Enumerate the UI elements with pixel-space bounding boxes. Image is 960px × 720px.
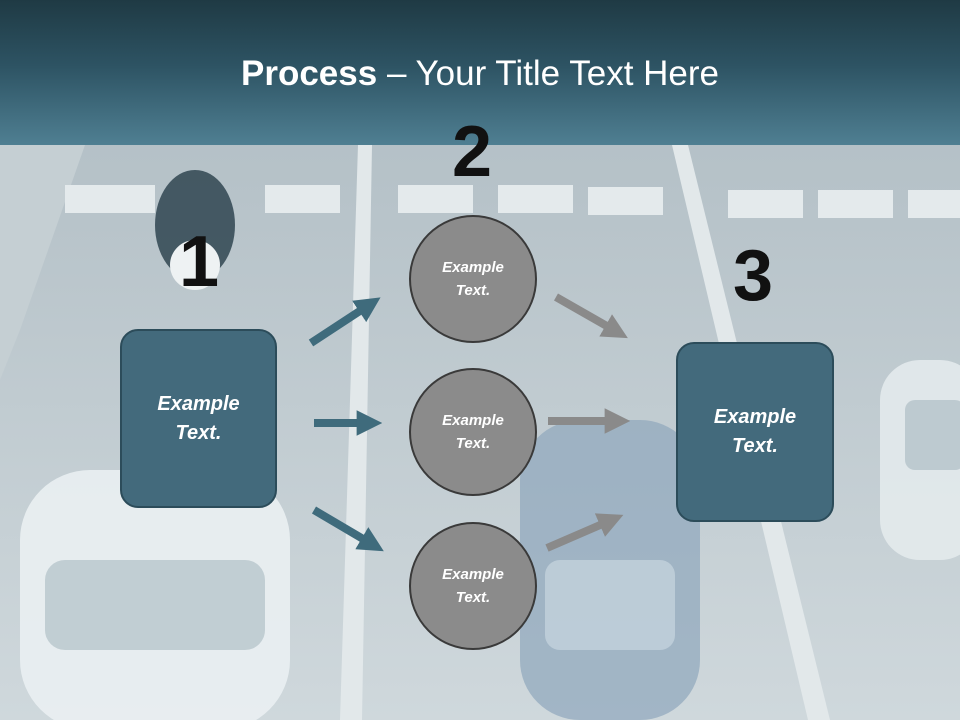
title-rest: – Your Title Text Here (377, 54, 719, 93)
step-number-1: 1 (178, 222, 220, 302)
circle-1-text-line1: Example (442, 259, 504, 276)
step-2-circle-bottom: Example Text. (409, 522, 537, 650)
arrow-to-circle-3 (311, 506, 384, 552)
circle-3-text-line1: Example (442, 566, 504, 583)
step-3-box: Example Text. (676, 342, 834, 522)
step-1-text-line1: Example (157, 392, 240, 415)
step-1-box: Example Text. (120, 329, 277, 508)
circle-2-text-line2: Text. (455, 435, 491, 452)
step-1-text-line2: Text. (175, 421, 222, 444)
step-number-3: 3 (732, 236, 774, 316)
step-2-circle-top: Example Text. (409, 215, 537, 343)
step-number-2: 2 (451, 112, 493, 192)
step-3-text-line1: Example (713, 406, 797, 428)
arrow-to-circle-1 (308, 297, 381, 347)
slide-title: Process – Your Title Text Here (0, 52, 960, 96)
circle-3-text-line2: Text. (455, 589, 491, 606)
arrow-from-circle-3 (545, 513, 624, 552)
circle-2-text-line1: Example (442, 412, 504, 429)
step-2-circle-middle: Example Text. (409, 368, 537, 496)
title-banner (0, 0, 960, 145)
step-3-text-line2: Text. (732, 435, 778, 457)
arrow-from-circle-1 (554, 293, 628, 339)
title-bold: Process (241, 54, 378, 93)
circle-1-text-line2: Text. (455, 282, 491, 299)
